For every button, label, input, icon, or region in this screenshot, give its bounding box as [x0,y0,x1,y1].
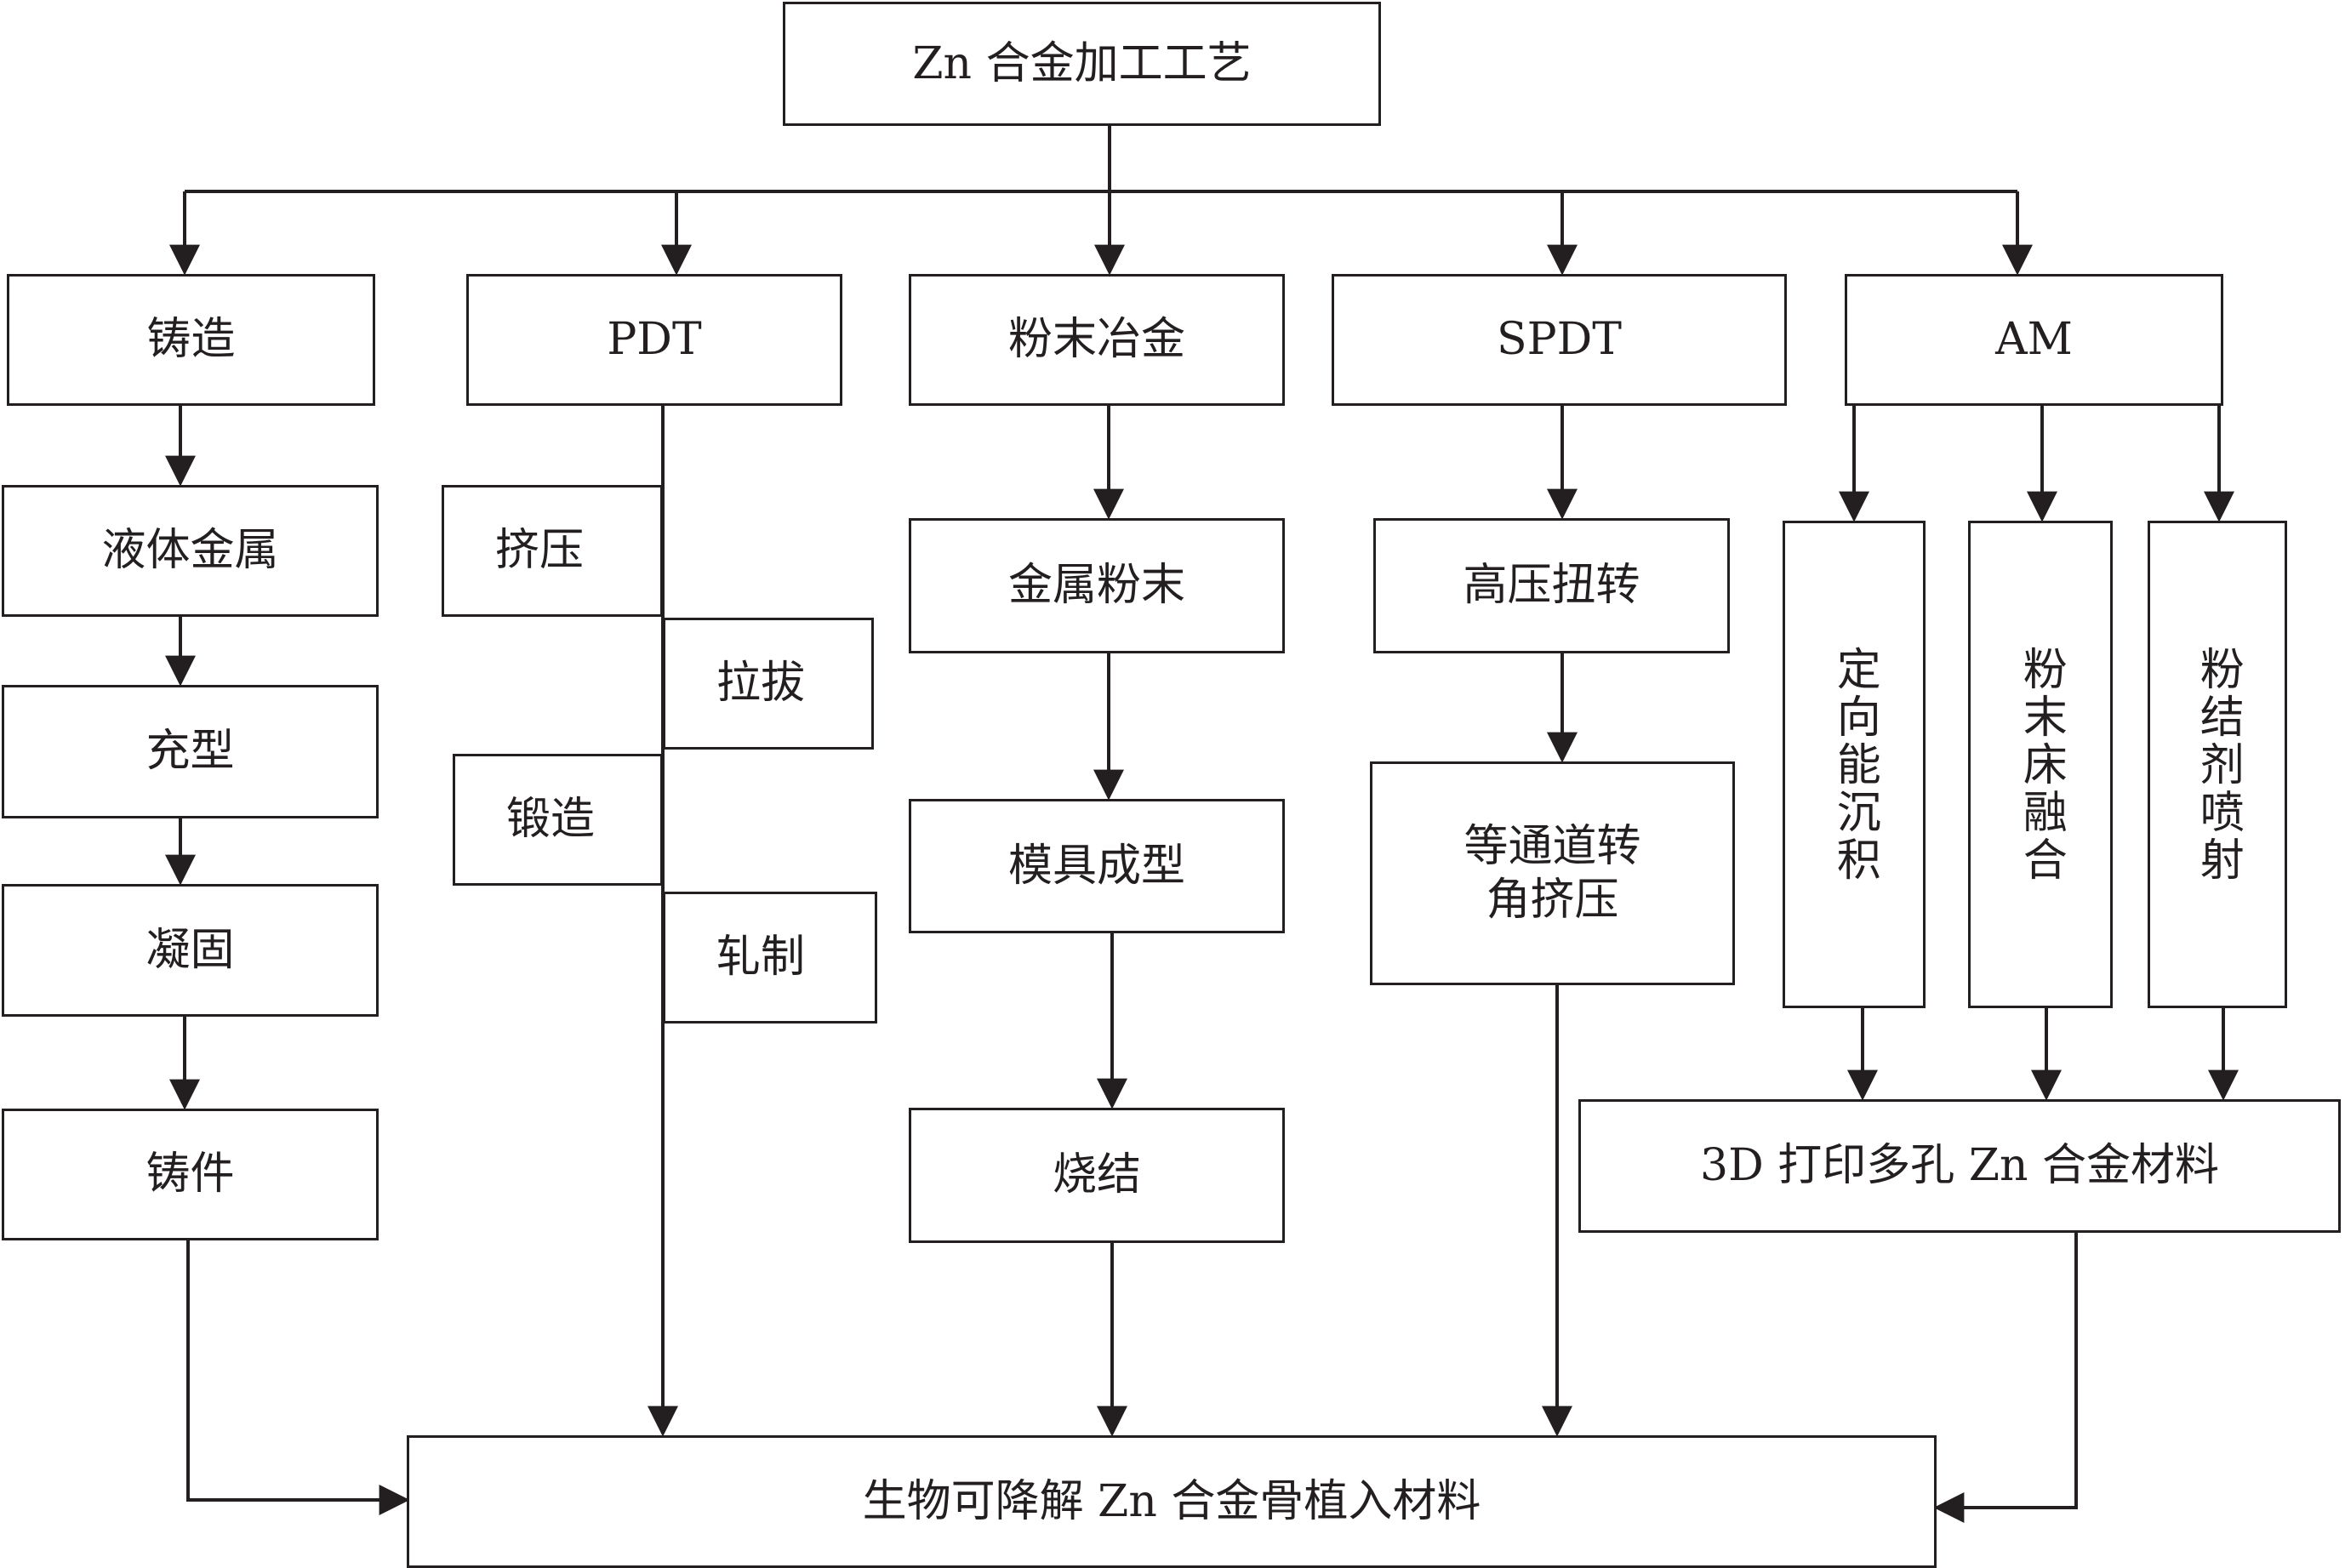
spdt-step-label: 高压扭转 [1463,560,1640,612]
category-spdt-label: SPDT [1497,314,1622,366]
category-pdt: PDT [466,274,842,406]
final-label: 生物可降解 Zn 合金骨植入材料 [862,1475,1481,1527]
category-spdt: SPDT [1332,274,1787,406]
powder-step: 模具成型 [909,799,1285,933]
category-am-label: AM [1995,314,2073,366]
am-method-label: 定向能沉积 [1829,645,1880,884]
pdt-step-label: 轧制 [716,932,806,984]
casting-step: 凝固 [2,884,379,1017]
casting-step-label: 凝固 [145,924,235,976]
powder-step-label: 烧结 [1052,1149,1141,1201]
title-label: Zn 合金加工工艺 [912,37,1252,89]
pdt-step: 挤压 [442,485,663,617]
casting-step-label: 充型 [145,726,235,778]
spdt-step: 高压扭转 [1373,518,1730,653]
am-method: 粉末床融合 [1968,521,2113,1008]
pdt-step-label: 挤压 [495,525,585,577]
powder-step: 烧结 [909,1108,1285,1243]
am-method: 粉结剂喷射 [2148,521,2287,1008]
am-method-label: 粉末床融合 [2015,645,2067,884]
category-powder-metallurgy-label: 粉末冶金 [1007,314,1185,366]
casting-step: 充型 [2,685,379,818]
pdt-step: 拉拔 [663,618,874,750]
am-output-box: 3D 打印多孔 Zn 合金材料 [1578,1099,2341,1233]
casting-step: 铸件 [2,1109,379,1240]
spdt-step-label: 等通道转角挤压 [1463,821,1641,926]
casting-step-label: 液体金属 [101,525,279,577]
category-casting: 铸造 [7,274,375,406]
casting-step-label: 铸件 [145,1149,235,1200]
am-method: 定向能沉积 [1783,521,1926,1008]
am-method-label: 粉结剂喷射 [2192,645,2244,884]
pdt-step: 锻造 [453,754,663,886]
powder-step-label: 模具成型 [1007,840,1185,892]
spdt-step: 等通道转角挤压 [1370,761,1735,985]
category-powder-metallurgy: 粉末冶金 [909,274,1285,406]
category-pdt-label: PDT [607,314,702,366]
powder-step-label: 金属粉末 [1007,560,1185,612]
arrow-am-output-to-final [1933,1233,2078,1523]
pdt-step: 轧制 [663,892,877,1023]
powder-step: 金属粉末 [909,518,1285,653]
pdt-step-label: 锻造 [506,794,596,846]
am-output-label: 3D 打印多孔 Zn 合金材料 [1700,1140,2219,1192]
category-casting-label: 铸造 [146,314,236,366]
arrow-casting-to-final [186,1240,410,1515]
final-box: 生物可降解 Zn 合金骨植入材料 [407,1435,1937,1568]
title-box: Zn 合金加工工艺 [783,2,1381,126]
casting-step: 液体金属 [2,485,379,617]
pdt-step-label: 拉拔 [716,658,806,710]
category-am: AM [1845,274,2223,406]
